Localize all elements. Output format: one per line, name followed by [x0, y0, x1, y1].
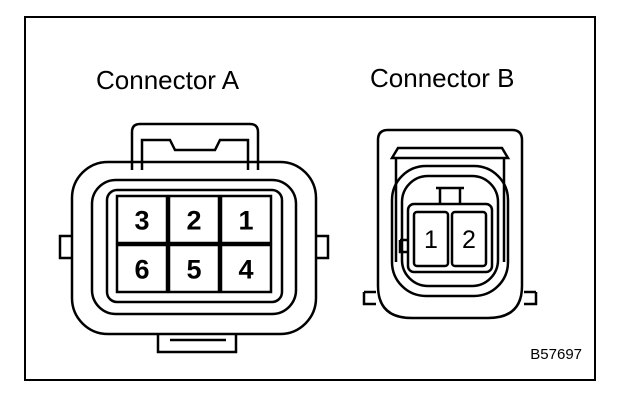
connector-b-pin-cavity: [412, 210, 450, 268]
connector-a-cavity-block: [105, 188, 284, 304]
connector-a-pin-label: 1: [238, 206, 253, 236]
figure-code: B57697: [530, 346, 582, 363]
connector-b-housing: [376, 128, 524, 320]
connector-b-lock-frame-sides: [394, 158, 506, 262]
connector-b-inner-ring: [390, 164, 510, 298]
connector-a-pin-label: 5: [186, 255, 201, 285]
connector-b-flange: [362, 290, 538, 306]
connector-a-top-tab-inner: [140, 138, 250, 170]
connector-b-title: Connector B: [370, 63, 515, 93]
connector-b-lock-frame: [389, 146, 511, 160]
diagram-frame: [24, 16, 596, 381]
connector-a-title: Connector A: [96, 65, 240, 95]
connector-a-inner-housing: [90, 178, 298, 316]
connector-a-pin-label: 2: [186, 206, 201, 236]
connector-a-housing: [70, 160, 318, 336]
connector-a-pin-cavity: [115, 194, 169, 245]
connector-a-pin-grid: 3 2 1 6 5 4: [115, 194, 273, 294]
connector-a-pin-cavity: [167, 194, 221, 245]
connector-b-locating-tab: [398, 238, 408, 254]
connector-a-pin-label: 3: [134, 206, 149, 236]
connector-b: [362, 128, 538, 320]
connector-b-key-notch: [436, 186, 464, 204]
connector-a-pin-cavity: [115, 243, 169, 294]
connector-a-pin-label: 4: [238, 255, 253, 285]
connector-a-left-rib: [58, 234, 72, 260]
connector-b-inner-ring-2: [400, 174, 500, 288]
connector-a-top-tab: [130, 122, 260, 170]
connector-a-pin-cavity: [219, 194, 273, 245]
connector-a-pin-label: 6: [134, 255, 149, 285]
connector-a-pin-cavity: [219, 243, 273, 294]
connector-b-terminal-housing: [406, 202, 494, 274]
connector-b-pin-label: 1: [424, 226, 438, 254]
connector-a-pin-cavity: [167, 243, 221, 294]
connector-a-right-rib: [316, 234, 330, 260]
connector-b-pin-label: 2: [462, 226, 476, 254]
connector-a: [58, 122, 330, 354]
connector-b-pin-cavity: [450, 210, 488, 268]
connector-a-bottom-latch: [156, 334, 238, 354]
